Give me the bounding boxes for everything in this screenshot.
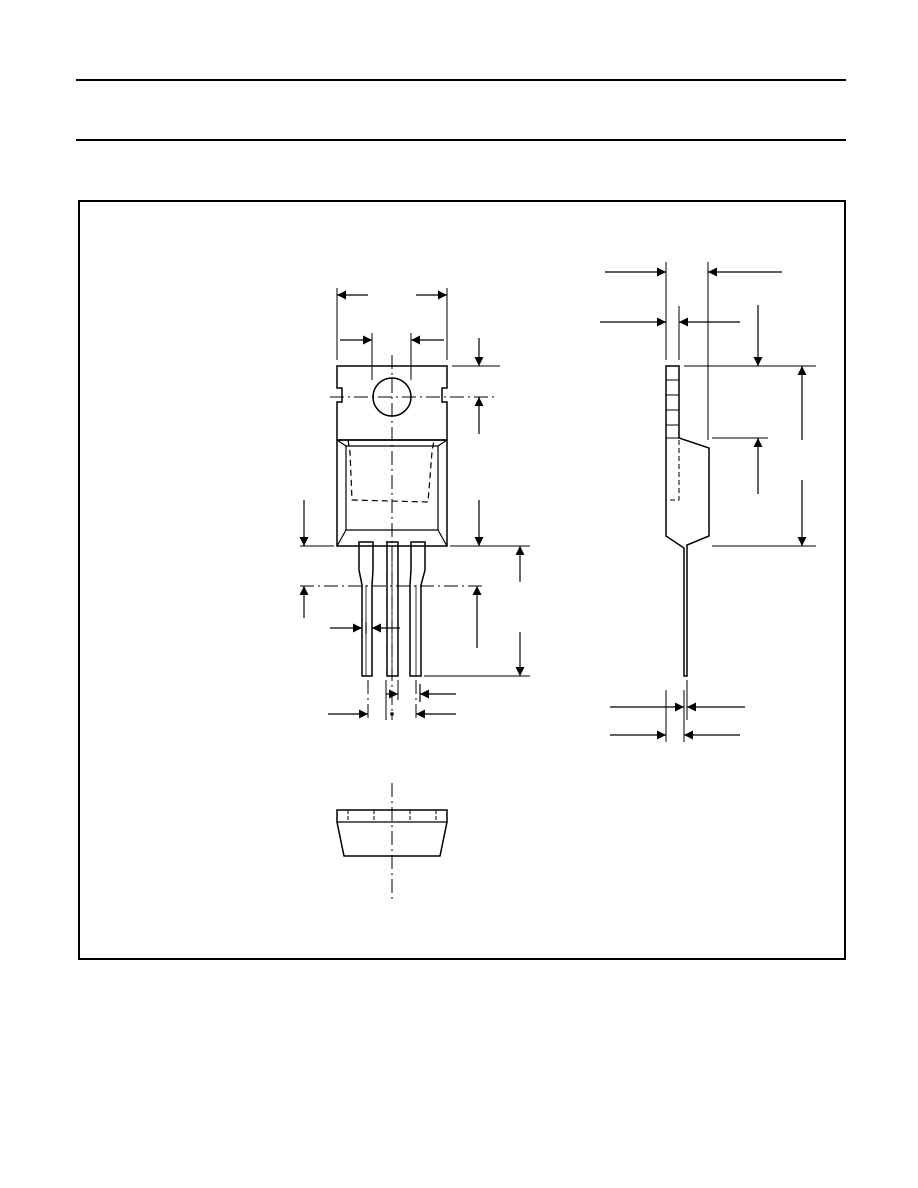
outline-drawing-frame: [78, 200, 846, 960]
top-view-lead-marks: [347, 810, 437, 822]
dimension-arrows-front: [299, 290, 525, 719]
side-profile-outline: [665, 365, 710, 677]
lead-left: [358, 541, 374, 677]
side-dashed-body: [666, 440, 680, 501]
extension-lines-side: [665, 262, 816, 742]
dimension-arrows-side: [600, 267, 807, 740]
centre-lines: [300, 355, 495, 902]
extension-lines: [300, 288, 530, 720]
header-rule-bottom: [76, 139, 846, 141]
header-rule-top: [76, 79, 846, 81]
die-outline-dashed: [347, 439, 435, 503]
body-bevel-lines: [336, 439, 448, 547]
lead-right: [409, 541, 426, 677]
side-tab-lines: [666, 379, 679, 439]
centre-dot: [390, 712, 394, 716]
top-view: [336, 809, 448, 857]
side-view: [665, 365, 710, 677]
